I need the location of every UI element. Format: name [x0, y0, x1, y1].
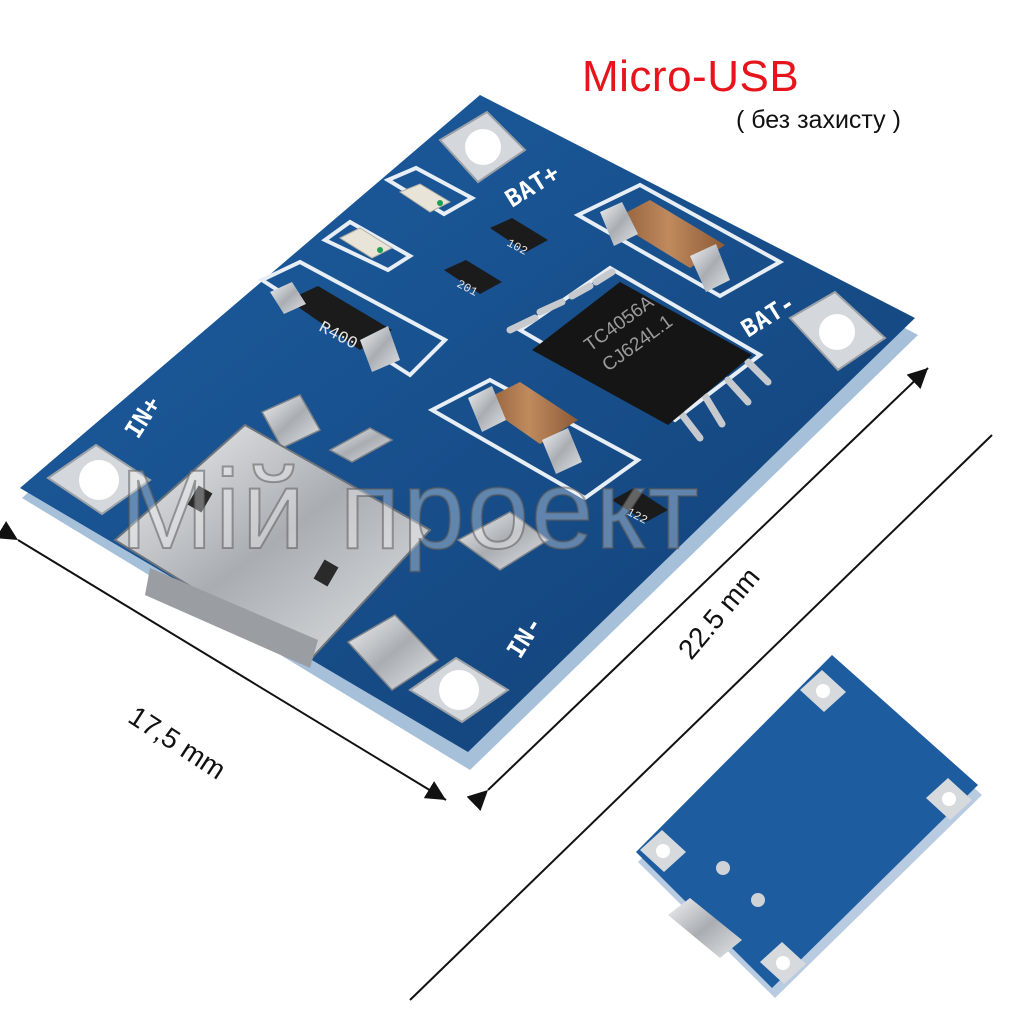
silk-outline-led-2: [321, 219, 414, 273]
mounting-hole-bat-plus: [438, 110, 527, 184]
product-title: Micro-USB: [582, 52, 800, 101]
dimension-arrow-length: [466, 367, 929, 812]
dimension-guide-line: [409, 434, 993, 1001]
led-red: [338, 227, 394, 259]
silk-outline-cap-top: [573, 182, 785, 299]
charger-board-front: R400 102 201 122: [20, 95, 918, 770]
capacitor-top: [600, 200, 730, 292]
led-green: [398, 183, 452, 213]
solder-pad: [260, 394, 322, 449]
back-usb-connector: [668, 898, 742, 958]
mounting-hole-bat-minus: [788, 290, 887, 372]
watermark: Мій проект: [119, 446, 701, 573]
charger-board-back: [636, 655, 982, 998]
dimension-arrow-width: [0, 521, 447, 801]
product-subtitle: ( без захисту ): [736, 106, 901, 134]
solder-pad: [328, 427, 394, 463]
mounting-hole-in-plus: [46, 443, 152, 516]
